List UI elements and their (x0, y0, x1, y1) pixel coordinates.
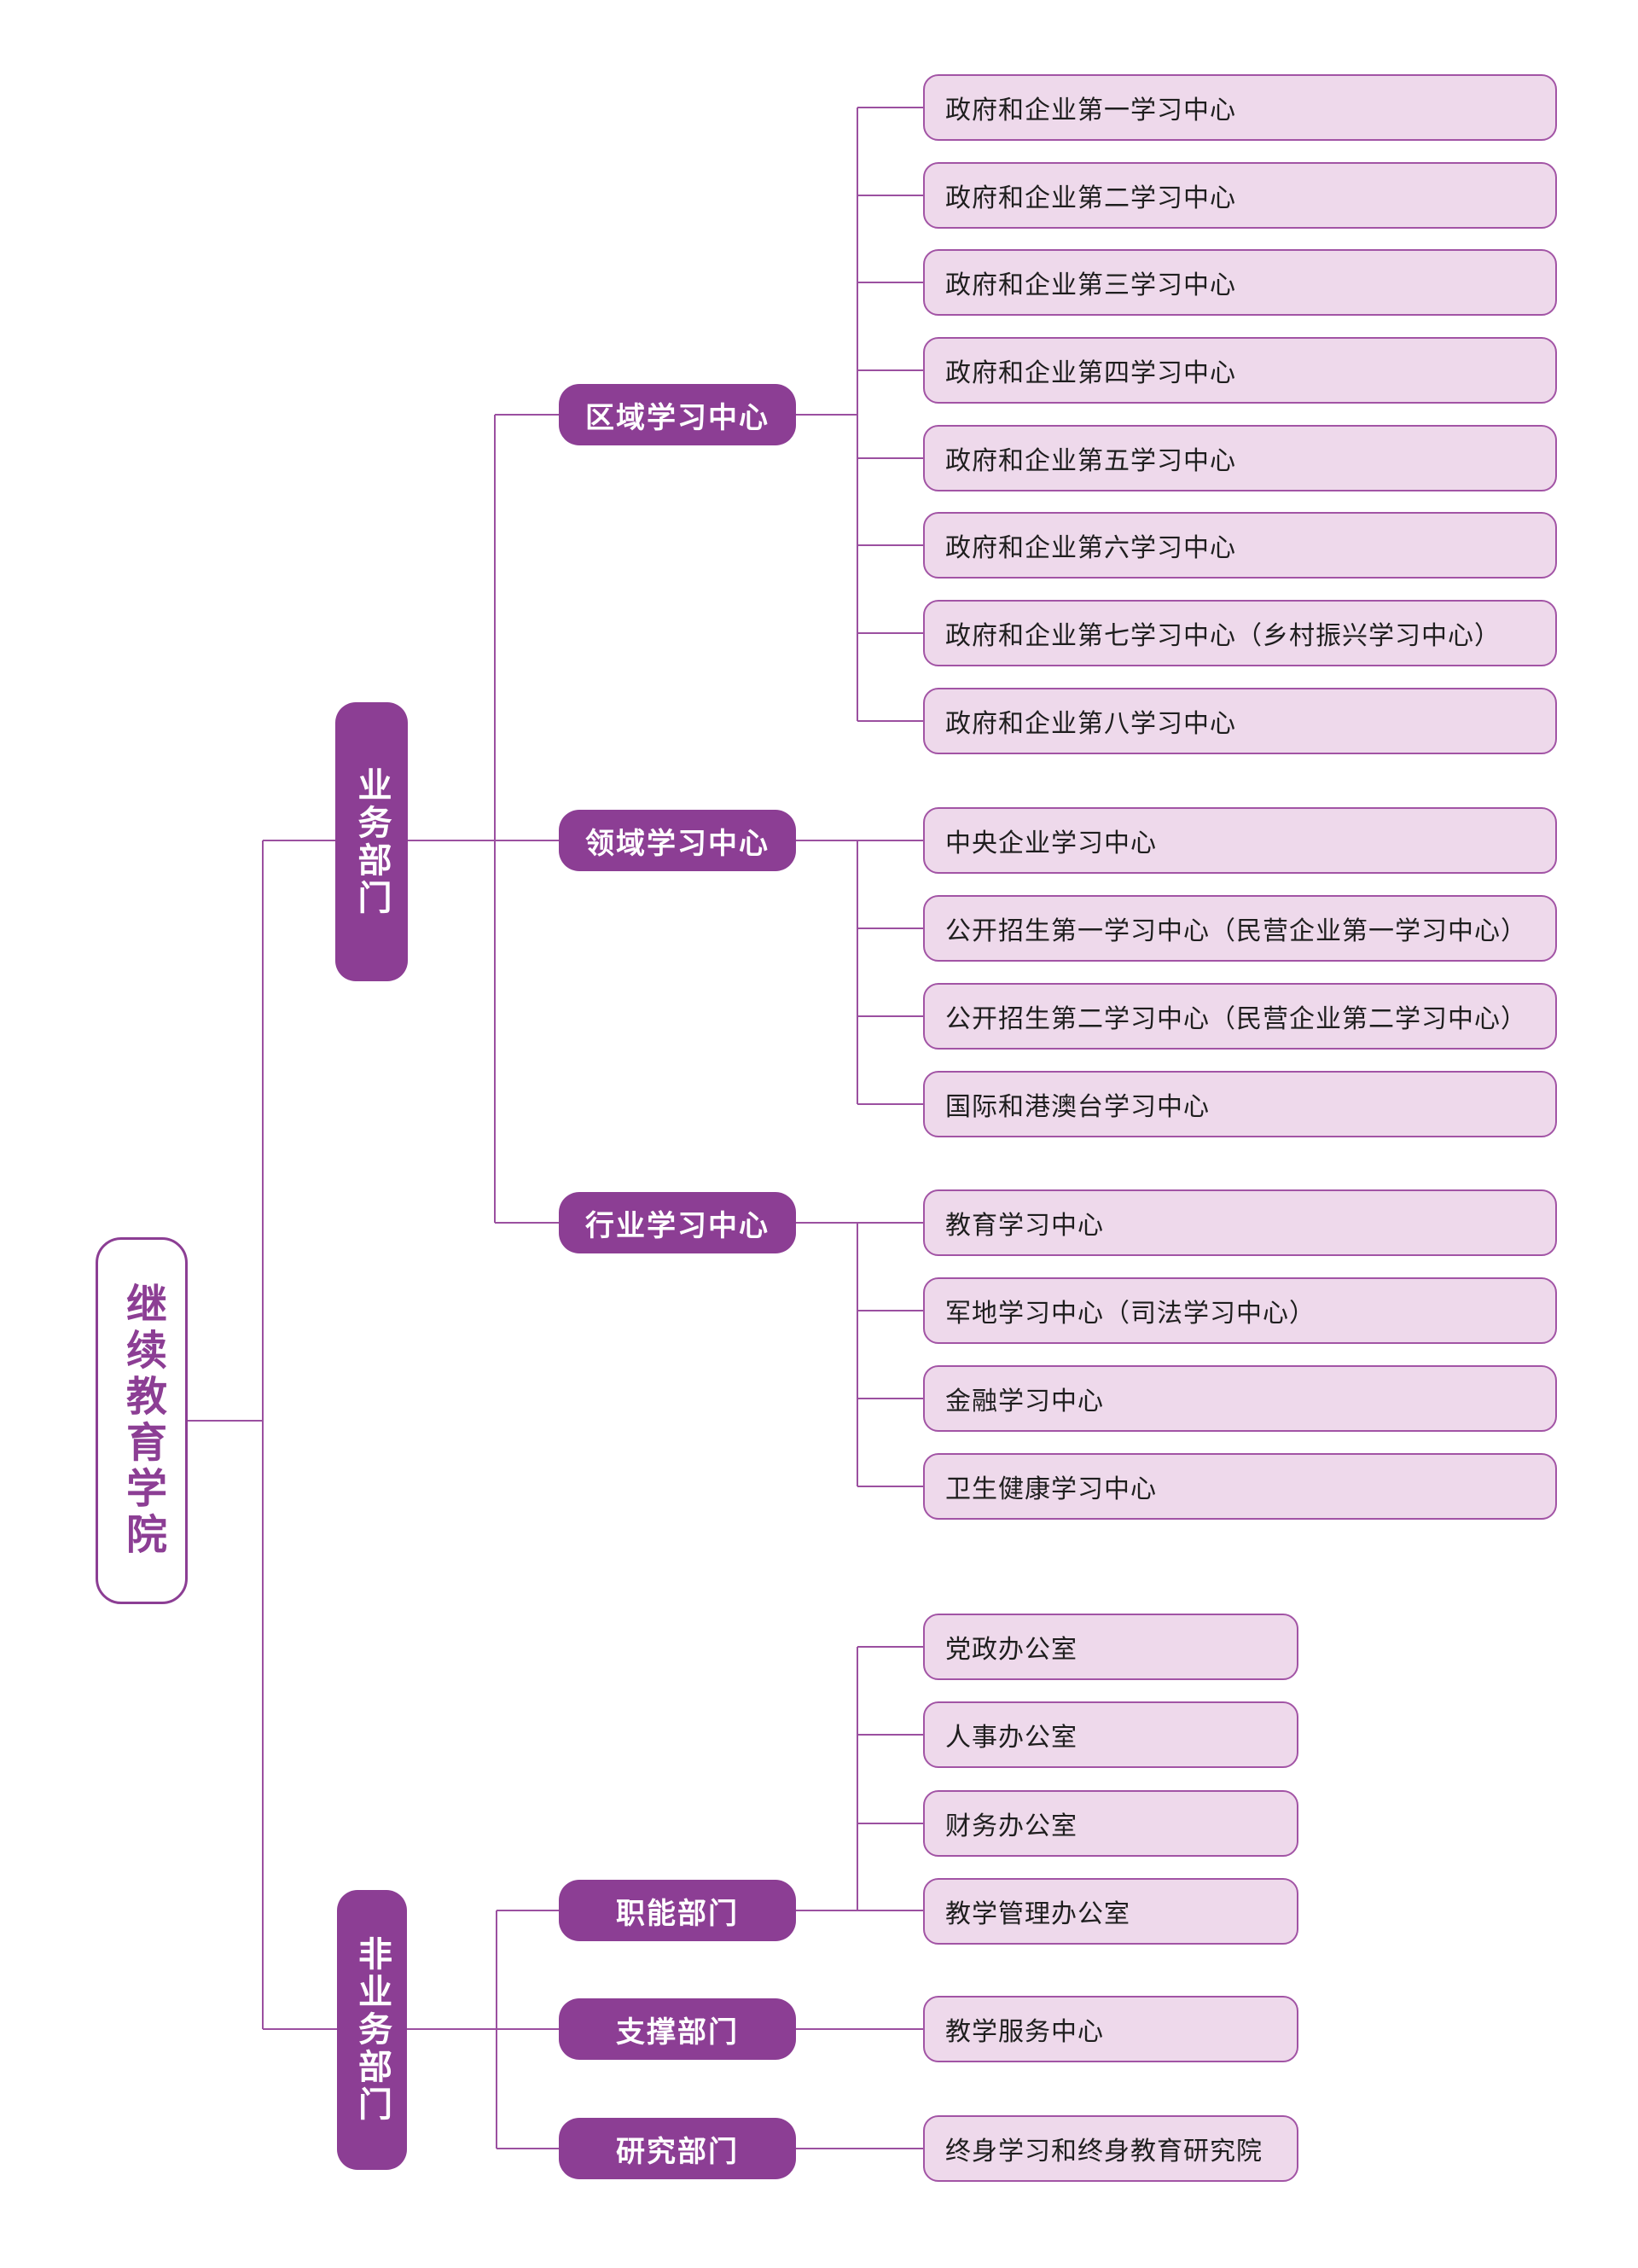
connector-line (796, 414, 857, 416)
leaf-node: 政府和企业第四学习中心 (923, 337, 1557, 404)
connector-line (857, 1223, 858, 1486)
leaf-node: 公开招生第一学习中心（民营企业第一学习中心） (923, 895, 1557, 962)
group-node-domain-learning-centers: 领域学习中心 (559, 810, 796, 871)
group-node-regional-learning-centers: 区域学习中心 (559, 384, 796, 445)
leaf-node: 政府和企业第五学习中心 (923, 425, 1557, 491)
connector-line (408, 840, 559, 841)
root-node-college-label: 继续教育学院 (119, 1282, 165, 1559)
branch-node-business-label: 业务部门 (352, 766, 391, 917)
leaf-node: 政府和企业第一学习中心 (923, 74, 1557, 141)
connector-line (857, 928, 923, 929)
connector-line (857, 457, 923, 459)
leaf-node: 教学管理办公室 (923, 1878, 1298, 1945)
connector-line (263, 2028, 337, 2030)
connector-line (496, 1910, 497, 2149)
root-node-college: 继续教育学院 (96, 1237, 188, 1604)
connector-line (857, 1103, 923, 1105)
connector-line (857, 282, 923, 283)
connector-line (796, 1910, 923, 1911)
branch-node-non-business: 非业务部门 (337, 1890, 407, 2170)
leaf-node: 政府和企业第六学习中心 (923, 512, 1557, 579)
leaf-node: 教育学习中心 (923, 1189, 1557, 1256)
connector-line (857, 1647, 858, 1910)
leaf-node: 公开招生第二学习中心（民营企业第二学习中心） (923, 983, 1557, 1050)
connector-line (857, 369, 923, 371)
connector-line (857, 720, 923, 722)
connector-line (857, 544, 923, 546)
connector-line (494, 415, 496, 1223)
connector-line (188, 1420, 263, 1422)
leaf-node: 终身学习和终身教育研究院 (923, 2115, 1298, 2182)
connector-line (796, 840, 923, 841)
connector-line (495, 414, 559, 416)
connector-line (796, 1222, 923, 1224)
connector-line (857, 195, 923, 196)
connector-line (796, 2148, 923, 2149)
connector-line (262, 840, 264, 2029)
group-node-support-departments: 支撑部门 (559, 1998, 796, 2060)
connector-line (857, 107, 923, 108)
connector-line (857, 1646, 923, 1648)
leaf-node: 中央企业学习中心 (923, 807, 1557, 874)
leaf-node: 政府和企业第二学习中心 (923, 162, 1557, 229)
group-node-industry-learning-centers: 行业学习中心 (559, 1192, 796, 1253)
leaf-node: 政府和企业第八学习中心 (923, 688, 1557, 754)
connector-line (857, 1486, 923, 1487)
leaf-node: 军地学习中心（司法学习中心） (923, 1277, 1557, 1344)
leaf-node: 教学服务中心 (923, 1996, 1298, 2062)
branch-node-non-business-label: 非业务部门 (353, 1936, 391, 2124)
connector-line (857, 632, 923, 634)
leaf-node: 财务办公室 (923, 1790, 1298, 1857)
leaf-node: 卫生健康学习中心 (923, 1453, 1557, 1520)
connector-line (857, 108, 858, 721)
branch-node-business: 业务部门 (335, 702, 408, 981)
connector-line (796, 2028, 923, 2030)
connector-line (263, 840, 335, 841)
connector-line (495, 1222, 559, 1224)
group-node-functional-departments: 职能部门 (559, 1880, 796, 1941)
connector-line (407, 2028, 559, 2030)
leaf-node: 人事办公室 (923, 1701, 1298, 1768)
connector-line (857, 1823, 923, 1824)
leaf-node: 党政办公室 (923, 1614, 1298, 1680)
leaf-node: 政府和企业第三学习中心 (923, 249, 1557, 316)
connector-line (857, 1015, 923, 1017)
connector-line (497, 1910, 559, 1911)
connector-line (857, 840, 858, 1104)
connector-line (857, 1398, 923, 1399)
connector-line (857, 1734, 923, 1736)
connector-line (497, 2148, 559, 2149)
leaf-node: 国际和港澳台学习中心 (923, 1071, 1557, 1137)
leaf-node: 金融学习中心 (923, 1365, 1557, 1432)
leaf-node: 政府和企业第七学习中心（乡村振兴学习中心） (923, 600, 1557, 666)
connector-line (857, 1310, 923, 1311)
group-node-research-departments: 研究部门 (559, 2118, 796, 2179)
